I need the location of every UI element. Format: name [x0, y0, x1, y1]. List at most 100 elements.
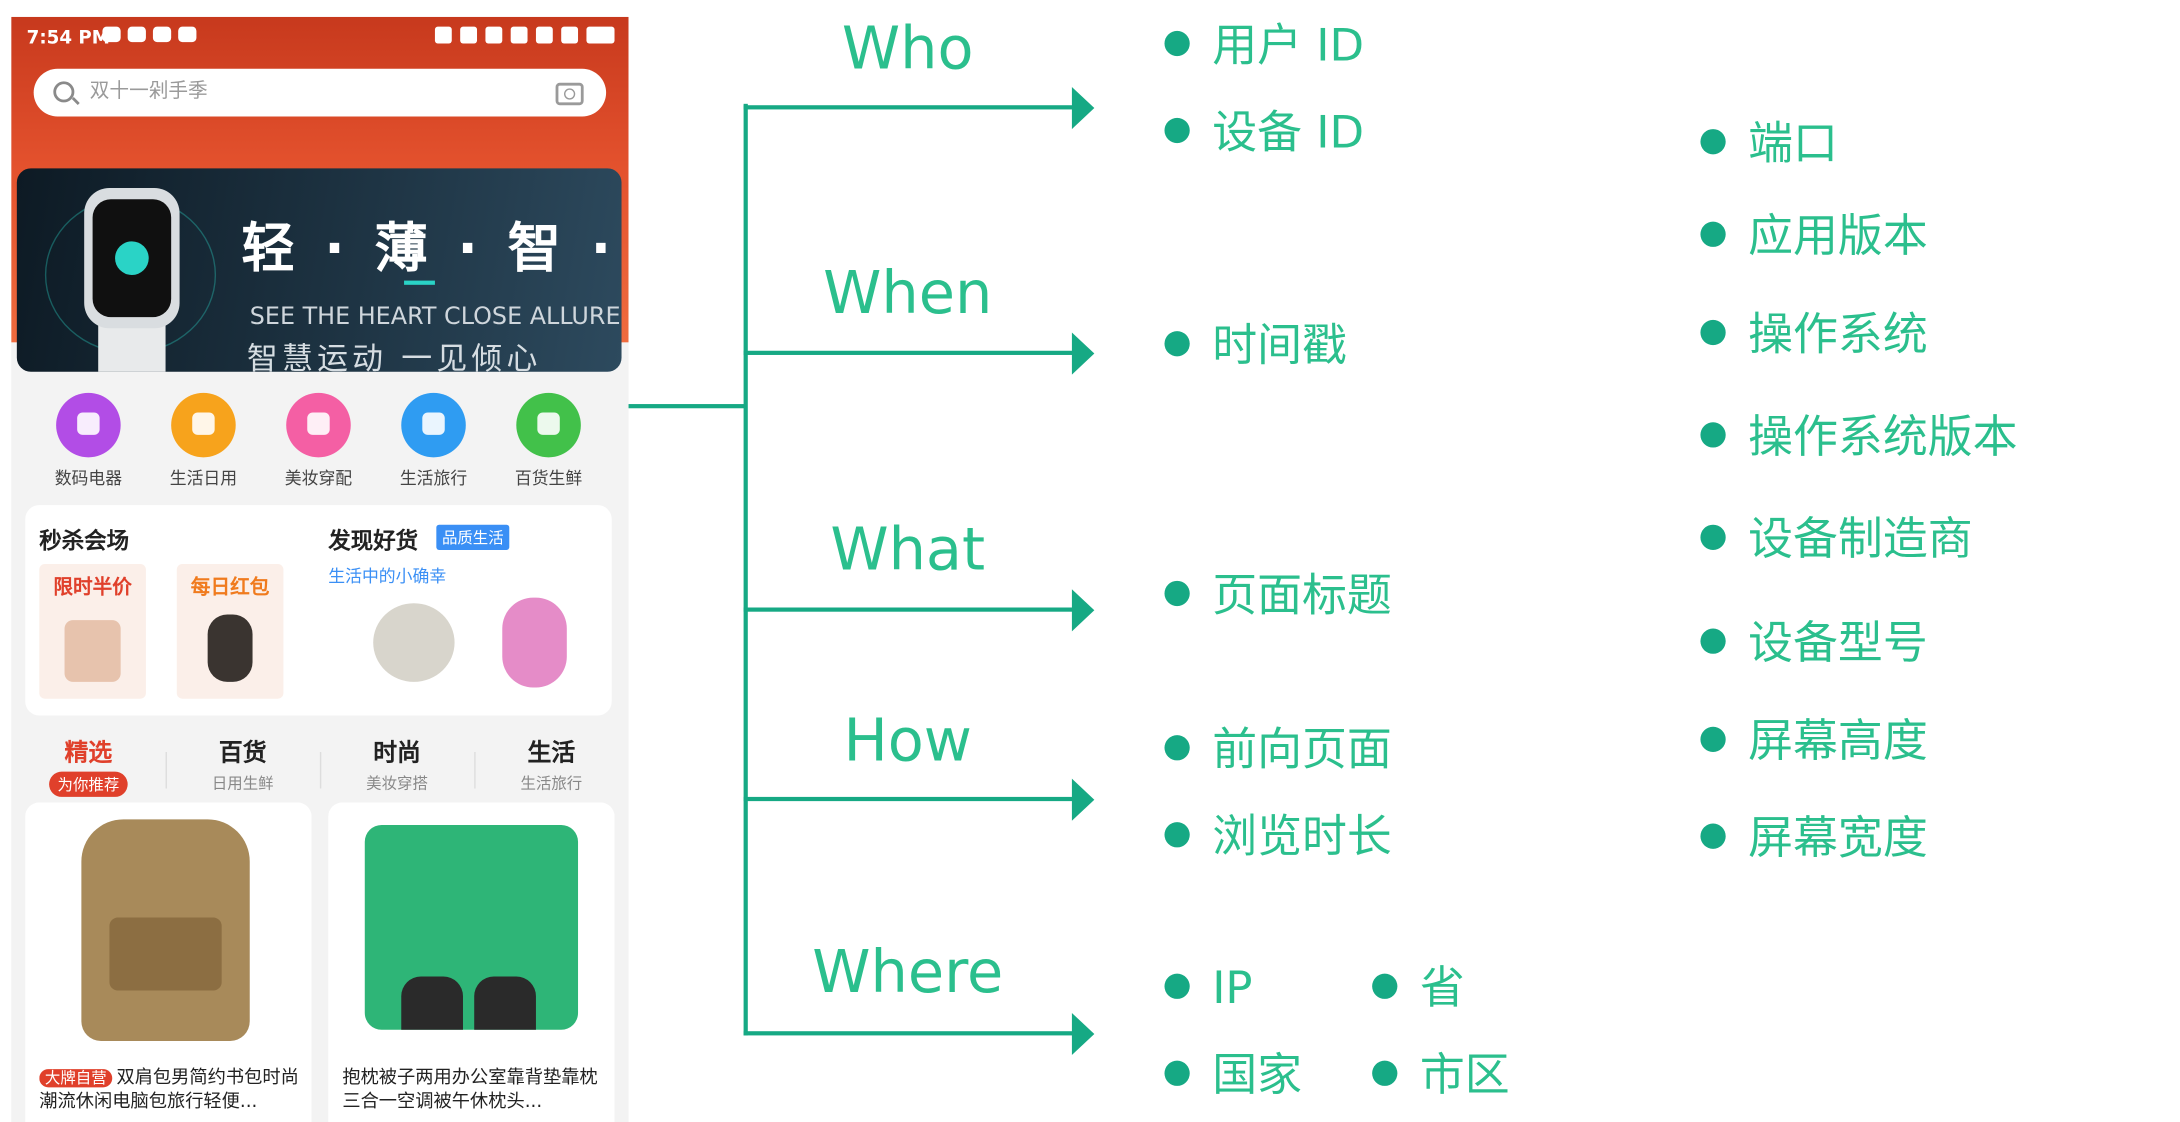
contacts-icon — [178, 26, 197, 43]
tab-title: 时尚 — [373, 739, 421, 768]
search-input[interactable] — [89, 79, 539, 103]
bluetooth-icon — [485, 26, 503, 44]
bullet-dot — [1372, 973, 1398, 999]
where-item-province: 省 — [1372, 962, 1465, 1013]
tab-subtitle: 为你推荐 — [49, 771, 128, 797]
branch-label-what: What — [830, 514, 986, 584]
status-notification-icons — [102, 26, 197, 43]
tab-title: 百货 — [218, 739, 267, 768]
item-text: 市区 — [1419, 1048, 1510, 1102]
feed-tabs: 精选 为你推荐 百货 日用生鲜 时尚 美妆穿搭 生活 生活旅行 — [11, 732, 628, 805]
bullet-dot — [1700, 221, 1726, 247]
tab-title: 精选 — [64, 739, 113, 768]
branch-label-when: When — [823, 258, 993, 327]
item-text: 用户 ID — [1212, 18, 1365, 72]
bullet-dot — [1164, 30, 1190, 57]
tab-department[interactable]: 百货 日用生鲜 — [166, 732, 320, 794]
pillow-shape — [364, 824, 579, 1030]
bullet-dot — [1700, 129, 1726, 155]
search-bar[interactable] — [33, 68, 607, 117]
discover-subtitle: 生活中的小确幸 — [328, 566, 447, 587]
how-item-referrer: 前向页面 — [1164, 724, 1392, 774]
search-icon[interactable] — [53, 81, 75, 103]
bullet-dot — [1700, 823, 1726, 849]
where-item-ip: IP — [1164, 962, 1253, 1013]
tab-title: 生活 — [527, 739, 576, 768]
pillow-image — [328, 802, 615, 1056]
red-packet-tile[interactable]: 每日红包 — [176, 564, 284, 699]
discover-title[interactable]: 发现好货 — [328, 527, 419, 555]
hair-dryer-image[interactable] — [502, 597, 567, 688]
what-item-page-title: 页面标题 — [1164, 570, 1392, 620]
branch-label-who: Who — [841, 14, 974, 83]
bullet-dot — [1164, 973, 1190, 999]
branch-line-when — [743, 350, 1075, 355]
banner-accent-line — [404, 280, 435, 285]
battery-icon — [586, 26, 615, 44]
attr-screen-height: 屏幕高度 — [1700, 716, 1928, 767]
branch-line-what — [743, 607, 1075, 612]
category-label: 生活日用 — [169, 468, 238, 489]
tab-divider — [319, 752, 322, 789]
status-time: 7:54 PM — [26, 28, 110, 50]
product-card-pillow[interactable]: 抱枕被子两用办公室靠背垫靠枕三合一空调被午休枕头... — [328, 802, 615, 1122]
flash-sale-title[interactable]: 秒杀会场 — [39, 527, 130, 555]
bullet-dot — [1164, 822, 1190, 848]
item-text: 端口 — [1748, 116, 1838, 170]
promo-banner[interactable]: 轻 · 薄 · 智 · 美 SEE THE HEART CLOSE ALLURE… — [16, 168, 622, 372]
branch-line-who — [743, 105, 1075, 110]
category-fresh[interactable]: 百货生鲜 — [491, 392, 606, 490]
tab-subtitle: 美妆穿搭 — [366, 774, 428, 793]
bullet-dot — [1700, 628, 1726, 654]
ring-image[interactable] — [373, 603, 455, 682]
dog-print-1 — [401, 976, 463, 1030]
branch-line-where — [743, 1031, 1075, 1036]
camera-icon — [56, 392, 121, 458]
red-packet-label: 每日红包 — [190, 576, 270, 600]
item-text: 浏览时长 — [1212, 809, 1392, 863]
attr-os-version: 操作系统版本 — [1700, 411, 2018, 462]
category-daily[interactable]: 生活日用 — [146, 392, 261, 490]
product-card-backpack[interactable]: 大牌自营双肩包男简约书包时尚潮流休闲电脑包旅行轻便... — [25, 802, 312, 1122]
category-label: 数码电器 — [54, 468, 123, 489]
category-digital[interactable]: 数码电器 — [31, 392, 146, 490]
tissue-icon — [171, 392, 236, 458]
arrow-head-where — [1071, 1012, 1095, 1056]
item-text: 屏幕宽度 — [1748, 810, 1928, 865]
how-item-duration: 浏览时长 — [1164, 809, 1392, 863]
banner-subtitle-cn: 智慧运动 一见倾心 — [246, 342, 542, 372]
tab-featured[interactable]: 精选 为你推荐 — [11, 732, 165, 797]
tab-fashion[interactable]: 时尚 美妆穿搭 — [320, 732, 474, 794]
when-item-timestamp: 时间戳 — [1164, 320, 1347, 370]
arrow-head-how — [1071, 778, 1095, 821]
item-text: 设备 ID — [1212, 105, 1365, 159]
attr-os: 操作系统 — [1700, 309, 1928, 359]
arrow-head-what — [1071, 589, 1095, 632]
vibrate-icon — [460, 26, 478, 44]
self-operated-badge: 大牌自营 — [39, 1069, 113, 1088]
item-text: 设备制造商 — [1748, 512, 1973, 566]
tree-root-connector — [628, 404, 747, 409]
branch-label-how: How — [843, 705, 973, 775]
bullet-dot — [1164, 1060, 1190, 1086]
bullet-dot — [1700, 319, 1726, 346]
status-system-icons — [434, 26, 615, 44]
bullet-dot — [1372, 1060, 1398, 1086]
backpack-image — [25, 802, 312, 1056]
item-text: 国家 — [1212, 1048, 1303, 1102]
watch-play-icon — [115, 241, 149, 275]
attr-port: 端口 — [1700, 118, 1838, 169]
who-item-device-id: 设备 ID — [1164, 107, 1364, 158]
category-beauty[interactable]: 美妆穿配 — [261, 392, 376, 490]
signal-icon — [535, 26, 553, 44]
arrow-head-who — [1071, 86, 1095, 130]
attr-app-version: 应用版本 — [1700, 210, 1928, 261]
category-travel[interactable]: 生活旅行 — [376, 392, 491, 490]
tab-life[interactable]: 生活 生活旅行 — [474, 732, 628, 794]
tab-subtitle: 生活旅行 — [520, 774, 583, 793]
half-price-tile[interactable]: 限时半价 — [39, 564, 146, 699]
item-text: 省 — [1419, 961, 1465, 1015]
category-row: 数码电器 生活日用 美妆穿配 生活旅行 百货生鲜 — [11, 392, 628, 505]
camera-icon[interactable] — [555, 82, 584, 106]
